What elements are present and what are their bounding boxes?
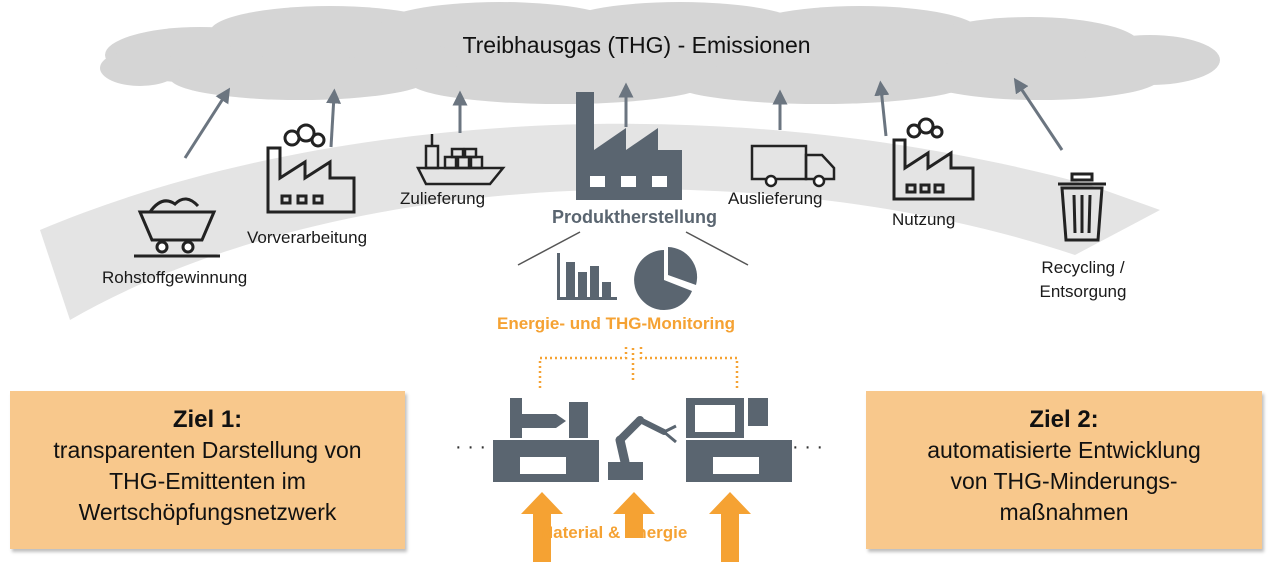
cloud-title: Treibhausgas (THG) - Emissionen: [462, 32, 811, 58]
stage-label-nutzung: Nutzung: [892, 210, 956, 229]
input-arrow: [613, 492, 655, 538]
stage-label-zulieferung: Zulieferung: [400, 189, 486, 208]
stage-label-recycling: Recycling / Entsorgung: [1039, 258, 1127, 301]
emission-arrow: [326, 88, 342, 148]
monitoring-connector: [517, 231, 749, 266]
input-arrow: [709, 492, 751, 562]
factory-smoke-icon: [892, 117, 975, 201]
bar-chart-icon: [557, 253, 617, 300]
monitoring-label: Energie- und THG-Monitoring: [497, 314, 735, 333]
stage-label-rohstoffgewinnung: Rohstoffgewinnung: [102, 268, 248, 287]
goal-2-title: Ziel 2:: [1029, 406, 1099, 433]
stage-label-vorverarbeitung: Vorverarbeitung: [247, 228, 368, 247]
goal-1-text: transparenten Darstellung von THG-Emitte…: [53, 437, 362, 525]
monitoring-data-links: [538, 346, 739, 388]
goal-1-title: Ziel 1:: [172, 406, 243, 433]
goal-2-text: automatisierte Entwicklung von THG-Minde…: [927, 437, 1201, 525]
mine-cart-icon: [134, 197, 220, 258]
stage-label-auslieferung: Auslieferung: [728, 189, 823, 208]
factory-icon: [576, 92, 682, 200]
emission-arrow: [874, 80, 890, 137]
emission-arrow: [183, 87, 231, 159]
stage-label-produktherstellung: Produktherstellung: [552, 207, 718, 227]
goal-2-box: Ziel 2: automatisierte Entwicklung von T…: [866, 391, 1262, 549]
machine-tool-icon: [493, 398, 599, 482]
input-arrow: [521, 492, 563, 562]
pie-chart-icon: [634, 247, 698, 310]
robot-arm-icon: [608, 416, 677, 480]
value-chain-swoosh: [40, 123, 1160, 321]
material-energy-arrows: [521, 492, 751, 562]
truck-icon: [750, 144, 836, 188]
machine-tool-icon: [686, 398, 792, 482]
factory-smoke-icon: [266, 123, 356, 214]
ellipsis-right: · · ·: [792, 436, 823, 458]
ellipsis-left: · · ·: [455, 436, 486, 458]
emissions-cloud: [100, 2, 1220, 104]
material-energy-label: Material & Energie: [539, 523, 688, 542]
trash-can-icon: [1058, 172, 1106, 242]
cargo-ship-icon: [415, 134, 506, 186]
emission-arrows: [183, 77, 1064, 159]
emission-arrow: [1013, 77, 1064, 151]
goal-1-box: Ziel 1: transparenten Darstellung von TH…: [10, 391, 405, 549]
